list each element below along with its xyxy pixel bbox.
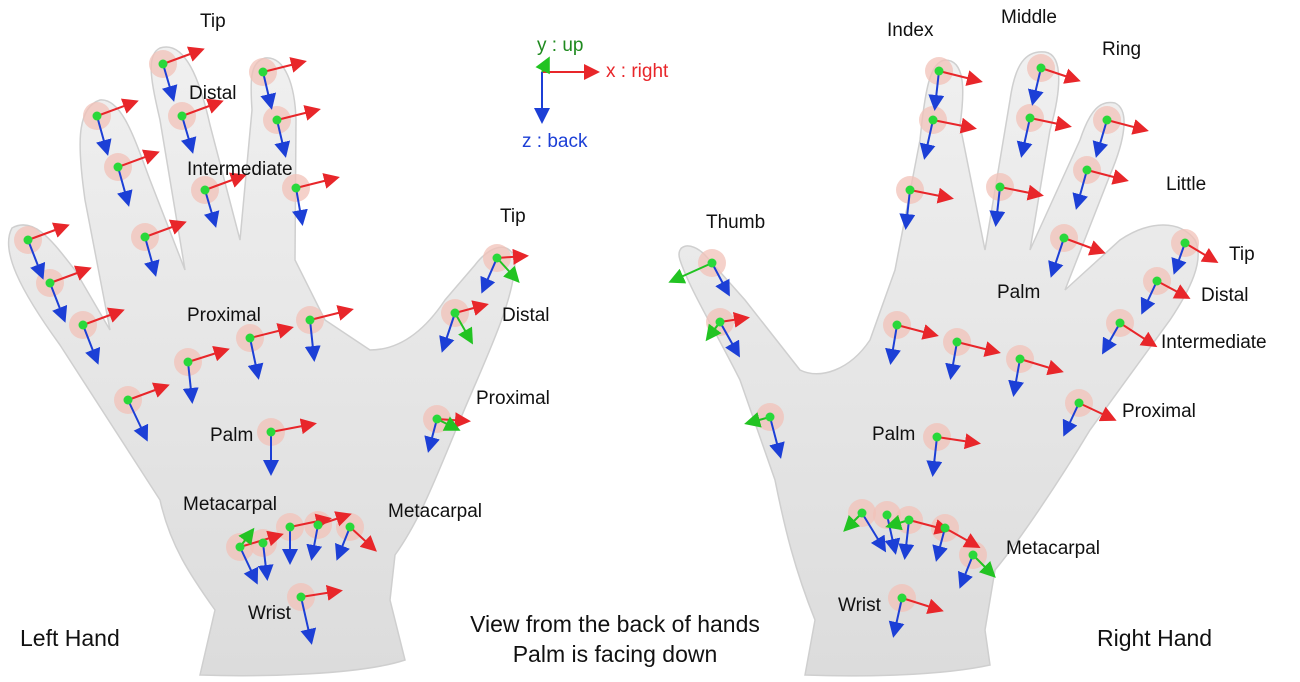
right-joint-18-marker	[883, 511, 892, 520]
right-joint-8-marker	[1060, 234, 1069, 243]
right-metacarpal-label: Metacarpal	[1006, 539, 1100, 558]
right-palm-upper-label: Palm	[997, 283, 1040, 302]
left-joint-18-marker	[259, 539, 268, 548]
left-palm-label: Palm	[210, 426, 253, 445]
right-joint-12-marker	[893, 321, 902, 330]
left-joint-17-marker	[236, 543, 245, 552]
left-joint-0-marker	[24, 236, 33, 245]
x-axis-label: x : right	[606, 62, 668, 81]
left-thumb-proximal-label: Proximal	[476, 389, 550, 408]
left-joint-4-marker	[114, 163, 123, 172]
left-joint-5-marker	[141, 233, 150, 242]
right-joint-1-marker	[929, 116, 938, 125]
right-middle-label: Middle	[1001, 8, 1057, 27]
left-joint-22-marker	[297, 593, 306, 602]
left-proximal-label: Proximal	[187, 306, 261, 325]
right-little-label: Little	[1166, 175, 1206, 194]
right-joint-14-marker	[1016, 355, 1025, 364]
left-joint-16-marker	[267, 428, 276, 437]
right-wrist-label: Wrist	[838, 596, 881, 615]
right-index-label: Index	[887, 21, 933, 40]
right-joint-15-marker	[1075, 399, 1084, 408]
left-wrist-label: Wrist	[248, 604, 291, 623]
right-joint-2-marker	[906, 186, 915, 195]
right-joint-16-marker	[933, 433, 942, 442]
left-hand-silhouette	[9, 47, 515, 676]
right-joint-5-marker	[996, 183, 1005, 192]
right-joint-17-marker	[858, 509, 867, 518]
right-joint-4-marker	[1026, 114, 1035, 123]
left-joint-1-marker	[46, 279, 55, 288]
right-joint-25-marker	[766, 413, 775, 422]
left-hand-title: Left Hand	[20, 627, 120, 650]
right-palm-lower-label: Palm	[872, 425, 915, 444]
left-thumb-distal-label: Distal	[502, 306, 550, 325]
right-joint-24-marker	[716, 318, 725, 327]
right-hand-silhouette	[679, 52, 1198, 676]
right-joint-11-marker	[1116, 319, 1125, 328]
left-joint-21-marker	[346, 523, 355, 532]
left-joint-6-marker	[159, 60, 168, 69]
right-joint-23-marker	[708, 259, 717, 268]
left-metacarpal-label: Metacarpal	[183, 495, 277, 514]
left-joint-24-marker	[451, 309, 460, 318]
y-axis-label: y : up	[537, 36, 583, 55]
right-joint-21-marker	[969, 551, 978, 560]
right-joint-22-marker	[898, 594, 907, 603]
left-joint-25-marker	[433, 415, 442, 424]
right-joint-20-marker	[941, 524, 950, 533]
right-tip-label: Tip	[1229, 245, 1255, 264]
left-joint-23-marker	[493, 254, 502, 263]
right-ring-label: Ring	[1102, 40, 1141, 59]
right-proximal-label: Proximal	[1122, 402, 1196, 421]
right-distal-label: Distal	[1201, 286, 1249, 305]
caption-line-1: View from the back of hands	[405, 613, 825, 636]
left-joint-12-marker	[124, 396, 133, 405]
left-joint-9-marker	[259, 68, 268, 77]
left-joint-8-marker	[201, 186, 210, 195]
right-hand-title: Right Hand	[1097, 627, 1212, 650]
legend-y-arrow	[542, 60, 548, 72]
left-joint-11-marker	[292, 184, 301, 193]
left-joint-15-marker	[306, 316, 315, 325]
left-tip-label: Tip	[200, 12, 226, 31]
right-joint-19-marker	[905, 516, 914, 525]
left-joint-14-marker	[246, 334, 255, 343]
right-intermediate-label: Intermediate	[1161, 333, 1267, 352]
right-joint-0-marker	[935, 67, 944, 76]
right-joint-13-marker	[953, 338, 962, 347]
right-joint-10-marker	[1153, 277, 1162, 286]
left-joint-3-marker	[93, 112, 102, 121]
left-thumb-tip-label: Tip	[500, 207, 526, 226]
left-joint-19-marker	[286, 523, 295, 532]
right-joint-9-marker	[1181, 239, 1190, 248]
right-joint-6-marker	[1103, 116, 1112, 125]
left-thumb-metacarpal-label: Metacarpal	[388, 502, 482, 521]
left-joint-13-marker	[184, 358, 193, 367]
left-joint-7-marker	[178, 112, 187, 121]
caption-line-2: Palm is facing down	[405, 643, 825, 666]
right-joint-3-marker	[1037, 64, 1046, 73]
left-distal-label: Distal	[189, 84, 237, 103]
left-joint-20-marker	[314, 521, 323, 530]
left-joint-10-marker	[273, 116, 282, 125]
left-joint-2-marker	[79, 321, 88, 330]
left-intermediate-label: Intermediate	[187, 160, 293, 179]
z-axis-label: z : back	[522, 132, 587, 151]
right-thumb-label: Thumb	[706, 213, 765, 232]
right-joint-7-marker	[1083, 166, 1092, 175]
